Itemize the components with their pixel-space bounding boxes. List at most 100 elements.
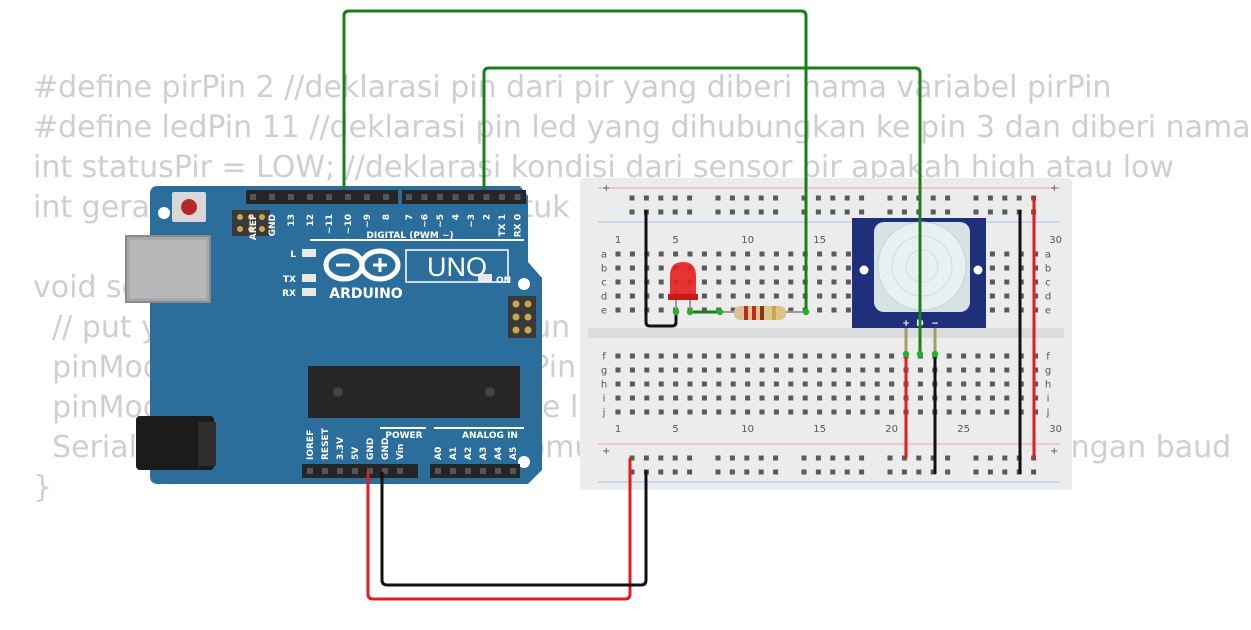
breadboard-hole[interactable] xyxy=(788,265,794,271)
breadboard-hole[interactable] xyxy=(788,367,794,373)
breadboard-hole[interactable] xyxy=(788,381,794,387)
breadboard-hole[interactable] xyxy=(975,353,981,359)
breadboard-hole[interactable] xyxy=(1004,307,1010,313)
rail-hole[interactable] xyxy=(830,469,836,475)
rail-hole[interactable] xyxy=(930,455,936,461)
breadboard-hole[interactable] xyxy=(629,381,635,387)
rail-hole[interactable] xyxy=(830,195,836,201)
breadboard-hole[interactable] xyxy=(673,367,679,373)
breadboard-hole[interactable] xyxy=(745,251,751,257)
header-socket[interactable] xyxy=(288,194,294,200)
breadboard-hole[interactable] xyxy=(773,251,779,257)
rail-hole[interactable] xyxy=(773,195,779,201)
rail-hole[interactable] xyxy=(1002,209,1008,215)
rail-hole[interactable] xyxy=(887,195,893,201)
rail-hole[interactable] xyxy=(744,469,750,475)
breadboard-hole[interactable] xyxy=(773,293,779,299)
header-socket[interactable] xyxy=(367,468,373,474)
rail-hole[interactable] xyxy=(658,195,664,201)
breadboard-hole[interactable] xyxy=(673,395,679,401)
rail-hole[interactable] xyxy=(887,209,893,215)
breadboard-hole[interactable] xyxy=(687,409,693,415)
rail-hole[interactable] xyxy=(687,209,693,215)
header-socket[interactable] xyxy=(499,194,505,200)
breadboard-hole[interactable] xyxy=(1033,251,1039,257)
breadboard-hole[interactable] xyxy=(716,251,722,257)
header-socket[interactable] xyxy=(483,194,490,200)
breadboard-hole[interactable] xyxy=(860,409,866,415)
breadboard-hole[interactable] xyxy=(730,409,736,415)
rail-hole[interactable] xyxy=(672,455,678,461)
rail-hole[interactable] xyxy=(916,469,922,475)
breadboard-hole[interactable] xyxy=(1004,279,1010,285)
rail-hole[interactable] xyxy=(758,209,764,215)
rail-hole[interactable] xyxy=(801,469,807,475)
breadboard-hole[interactable] xyxy=(860,367,866,373)
rail-hole[interactable] xyxy=(643,195,649,201)
breadboard-hole[interactable] xyxy=(716,293,722,299)
breadboard-hole[interactable] xyxy=(629,279,635,285)
breadboard-hole[interactable] xyxy=(989,307,995,313)
breadboard-hole[interactable] xyxy=(1033,293,1039,299)
rail-hole[interactable] xyxy=(844,195,850,201)
rail-hole[interactable] xyxy=(916,455,922,461)
breadboard-hole[interactable] xyxy=(644,381,650,387)
breadboard-hole[interactable] xyxy=(730,251,736,257)
breadboard-hole[interactable] xyxy=(745,293,751,299)
breadboard-hole[interactable] xyxy=(817,353,823,359)
rail-hole[interactable] xyxy=(729,455,735,461)
breadboard-hole[interactable] xyxy=(802,395,808,401)
breadboard-hole[interactable] xyxy=(989,367,995,373)
breadboard-hole[interactable] xyxy=(745,279,751,285)
breadboard-hole[interactable] xyxy=(889,353,895,359)
rail-hole[interactable] xyxy=(844,469,850,475)
reset-button-cap[interactable] xyxy=(181,199,197,215)
breadboard-hole[interactable] xyxy=(1004,409,1010,415)
breadboard-hole[interactable] xyxy=(817,409,823,415)
rail-hole[interactable] xyxy=(715,455,721,461)
breadboard-hole[interactable] xyxy=(989,265,995,271)
breadboard-hole[interactable] xyxy=(788,353,794,359)
power-header[interactable] xyxy=(302,464,418,478)
breadboard-hole[interactable] xyxy=(802,381,808,387)
breadboard-hole[interactable] xyxy=(730,307,736,313)
header-socket[interactable] xyxy=(322,468,328,474)
rail-hole[interactable] xyxy=(859,195,865,201)
breadboard-hole[interactable] xyxy=(644,409,650,415)
breadboard-hole[interactable] xyxy=(615,307,621,313)
breadboard-hole[interactable] xyxy=(773,279,779,285)
breadboard-hole[interactable] xyxy=(673,381,679,387)
breadboard-hole[interactable] xyxy=(845,279,851,285)
rail-hole[interactable] xyxy=(930,195,936,201)
breadboard-hole[interactable] xyxy=(1033,307,1039,313)
breadboard-hole[interactable] xyxy=(1004,251,1010,257)
breadboard-hole[interactable] xyxy=(615,279,621,285)
breadboard-hole[interactable] xyxy=(673,409,679,415)
breadboard-hole[interactable] xyxy=(687,395,693,401)
rail-hole[interactable] xyxy=(1002,469,1008,475)
rail-hole[interactable] xyxy=(815,455,821,461)
breadboard-hole[interactable] xyxy=(874,381,880,387)
breadboard-hole[interactable] xyxy=(831,265,837,271)
rail-hole[interactable] xyxy=(987,455,993,461)
breadboard-hole[interactable] xyxy=(759,265,765,271)
breadboard-hole[interactable] xyxy=(759,251,765,257)
rail-hole[interactable] xyxy=(729,209,735,215)
rail-hole[interactable] xyxy=(715,209,721,215)
header-socket[interactable] xyxy=(364,194,370,200)
breadboard-hole[interactable] xyxy=(644,353,650,359)
breadboard-hole[interactable] xyxy=(701,293,707,299)
breadboard-hole[interactable] xyxy=(889,381,895,387)
breadboard-hole[interactable] xyxy=(989,251,995,257)
breadboard-hole[interactable] xyxy=(989,409,995,415)
rail-hole[interactable] xyxy=(887,455,893,461)
breadboard-hole[interactable] xyxy=(1033,395,1039,401)
breadboard-hole[interactable] xyxy=(802,353,808,359)
breadboard-hole[interactable] xyxy=(817,381,823,387)
rail-hole[interactable] xyxy=(859,455,865,461)
header-socket[interactable] xyxy=(250,194,256,200)
breadboard-hole[interactable] xyxy=(989,279,995,285)
breadboard-hole[interactable] xyxy=(1004,395,1010,401)
breadboard-hole[interactable] xyxy=(658,293,664,299)
rail-hole[interactable] xyxy=(830,209,836,215)
